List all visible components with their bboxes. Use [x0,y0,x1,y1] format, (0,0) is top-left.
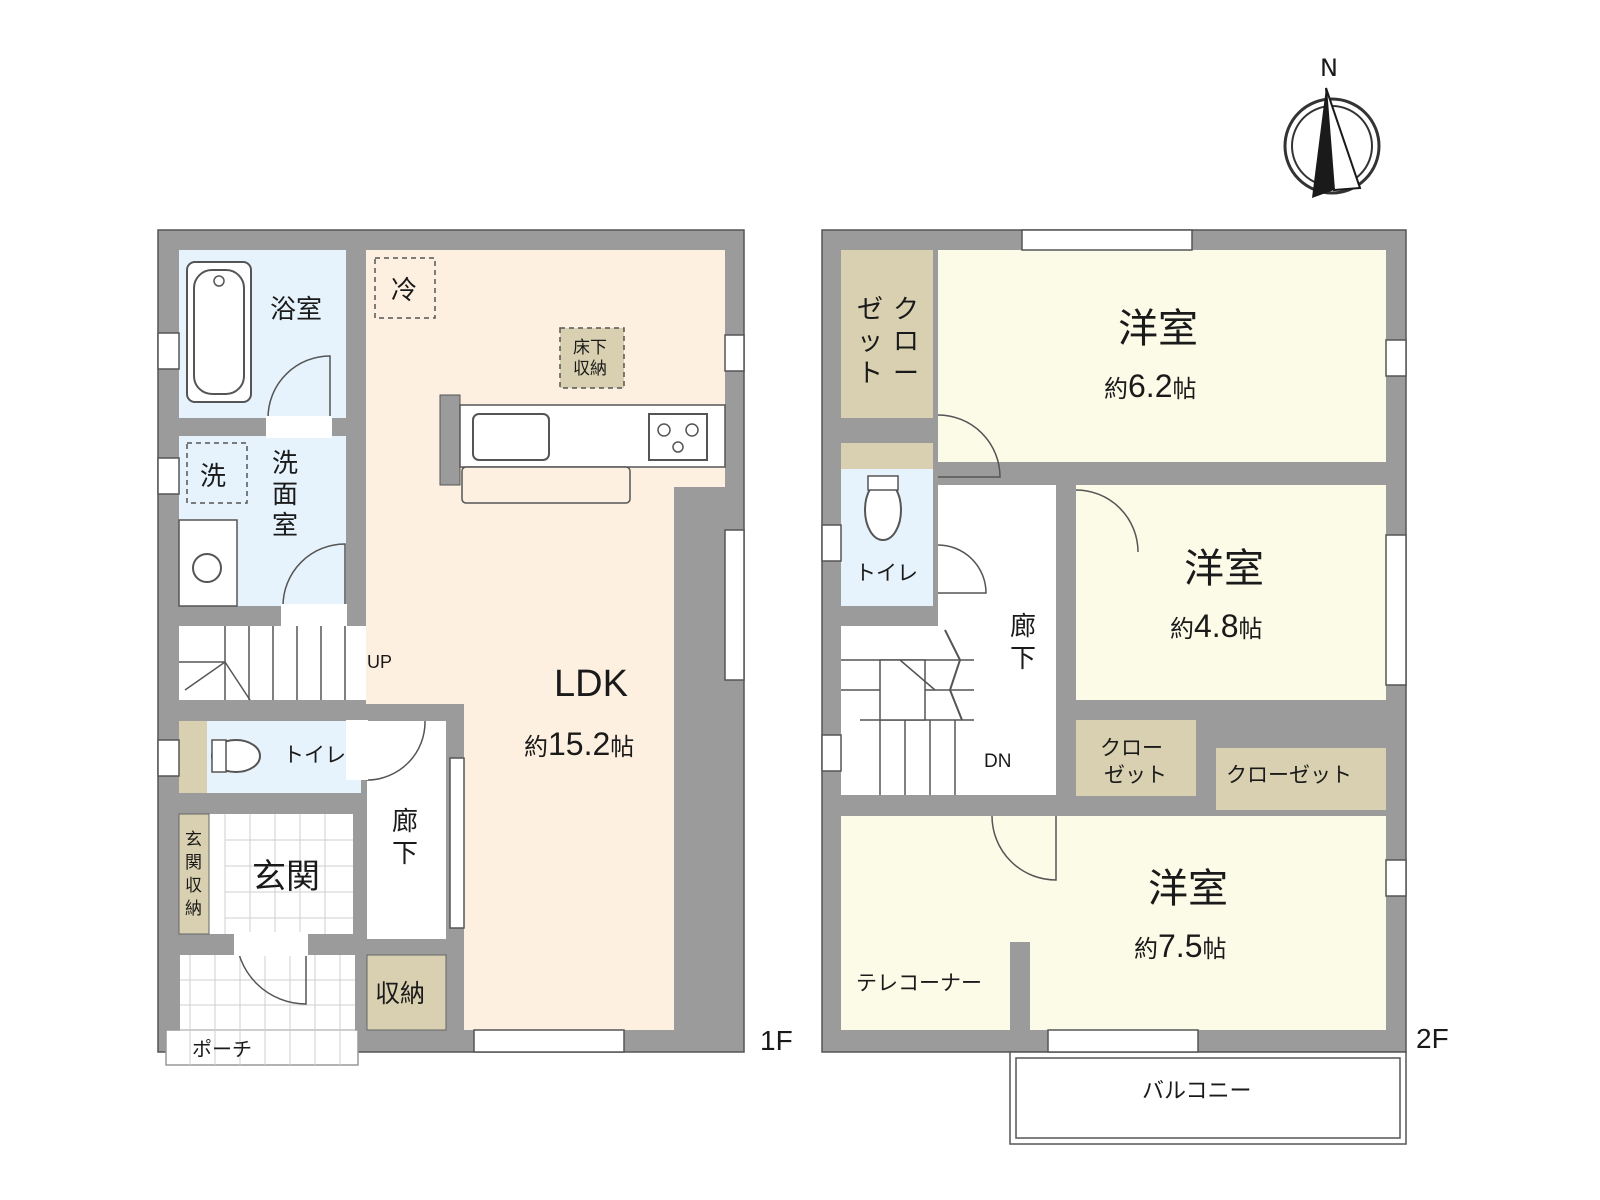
label-washroom-1: 洗 [272,449,298,479]
f2-toilet-shelf [841,443,933,469]
label-f2-hall-2: 下 [1010,644,1036,674]
wash-basin-bowl [192,553,222,583]
balcony [1009,1051,1407,1145]
label-closet-wide: クローゼット [1226,763,1352,787]
label-closet-v-1-3: ー [893,359,919,389]
underfloor-storage [559,327,625,389]
label-stairs-down: DN [984,751,1011,772]
label-bedroom1: 洋室 [1118,306,1198,352]
bedroom2-floor [1076,485,1386,700]
bathtub [186,261,252,403]
entrance-storage [178,813,210,935]
label-underfloor-2: 収納 [573,359,607,379]
bedroom3-floor [841,816,1386,1030]
balcony-inner [1015,1057,1401,1139]
label-closet-small-2: ゼット [1104,763,1167,787]
door-gap-toilet [346,720,368,780]
entrance-tiles [180,814,355,1065]
label-entrance-storage-1: 玄 [185,830,202,850]
f1-hall-floor [367,721,446,939]
label-bedroom2: 洋室 [1184,546,1264,592]
stove [648,413,708,461]
label-closet-v-1-2: ロ [893,327,919,357]
f2-stair-treads [841,629,974,795]
label-entrance: 玄関 [252,857,320,897]
f2-closet-wide [1216,748,1386,810]
f1-storage [366,954,447,1031]
label-bedroom3: 洋室 [1148,866,1228,912]
door-gap-bath [266,416,332,438]
f2-windows [821,229,1407,1053]
label-ldk-size: 約15.2帖 [524,726,634,762]
label-tele-corner: テレコーナー [856,971,982,995]
label-ldk: LDK [554,663,628,705]
f2-closet-small [1076,720,1196,796]
label-entrance-storage-2: 関 [185,853,202,873]
floor-1: 浴室 洗 洗 面 室 冷 床下 収納 LDK 約15.2帖 UP トイレ 廊 下… [157,229,793,1066]
label-closet-v-2-3: ト [857,359,883,389]
label-bedroom3-size: 約7.5帖 [1134,928,1226,964]
label-f1-hall-2: 下 [392,839,418,869]
label-floor-2: 2F [1416,1023,1449,1054]
wash-basin [178,519,238,607]
label-floor-1: 1F [760,1025,793,1056]
label-f2-hall-1: 廊 [1010,612,1036,642]
compass-north-label: N [1320,54,1338,82]
f1-toilet-shelf [179,721,207,793]
kitchen-bar-counter [461,466,631,504]
fridge-space [374,257,436,319]
door-gap-wash [281,604,347,626]
bathtub-drain [213,275,225,287]
label-fridge: 冷 [391,276,417,306]
compass-ring-outer [1283,97,1381,195]
compass-needle-light [1325,87,1362,192]
floor-2: ク ロ ー ゼ ッ ト 洋室 約6.2帖 洋室 約4.8帖 洋室 約7.5帖 ト… [821,229,1449,1145]
f1-toilet-floor [179,721,361,793]
f1-windows [157,332,745,1053]
label-porch: ポーチ [192,1037,252,1061]
label-washroom-3: 室 [272,511,298,541]
label-closet-v-1-1: ク [893,295,919,325]
door-gap-entrance [234,932,308,956]
label-washer: 洗 [200,462,226,492]
f2-toilet-tank [867,475,899,491]
label-washroom-2: 面 [272,480,298,510]
f1-toilet-tank [211,739,227,773]
f2-door-swings [937,414,1139,881]
label-balcony: バルコニー [1142,1079,1252,1104]
label-f1-hall-1: 廊 [392,807,418,837]
label-bedroom2-size: 約4.8帖 [1170,608,1262,644]
label-entrance-storage-3: 収 [185,876,202,896]
label-f1-toilet: トイレ [283,743,346,767]
washer-space [186,442,248,504]
f2-closet-vertical [841,250,933,418]
label-closet-small-1: クロー [1100,736,1163,760]
label-bedroom1-size: 約6.2帖 [1104,368,1196,404]
label-stairs-up: UP [367,652,392,672]
compass-needle-dark [1312,88,1334,198]
label-closet-v-2-1: ゼ [857,295,883,325]
label-f2-toilet: トイレ [855,561,918,585]
label-bathroom: 浴室 [270,295,322,325]
f1-stair-treads [179,626,346,701]
bedroom1-floor [938,250,1386,462]
label-closet-v-2-2: ッ [857,327,883,357]
kitchen-sink [472,413,550,461]
kitchen-wall-stub [439,394,461,486]
label-f1-storage: 収納 [375,979,425,1008]
label-entrance-storage-4: 納 [185,899,202,919]
label-underfloor-1: 床下 [573,338,607,358]
compass: N [1283,54,1381,198]
bathtub-basin [193,269,245,395]
